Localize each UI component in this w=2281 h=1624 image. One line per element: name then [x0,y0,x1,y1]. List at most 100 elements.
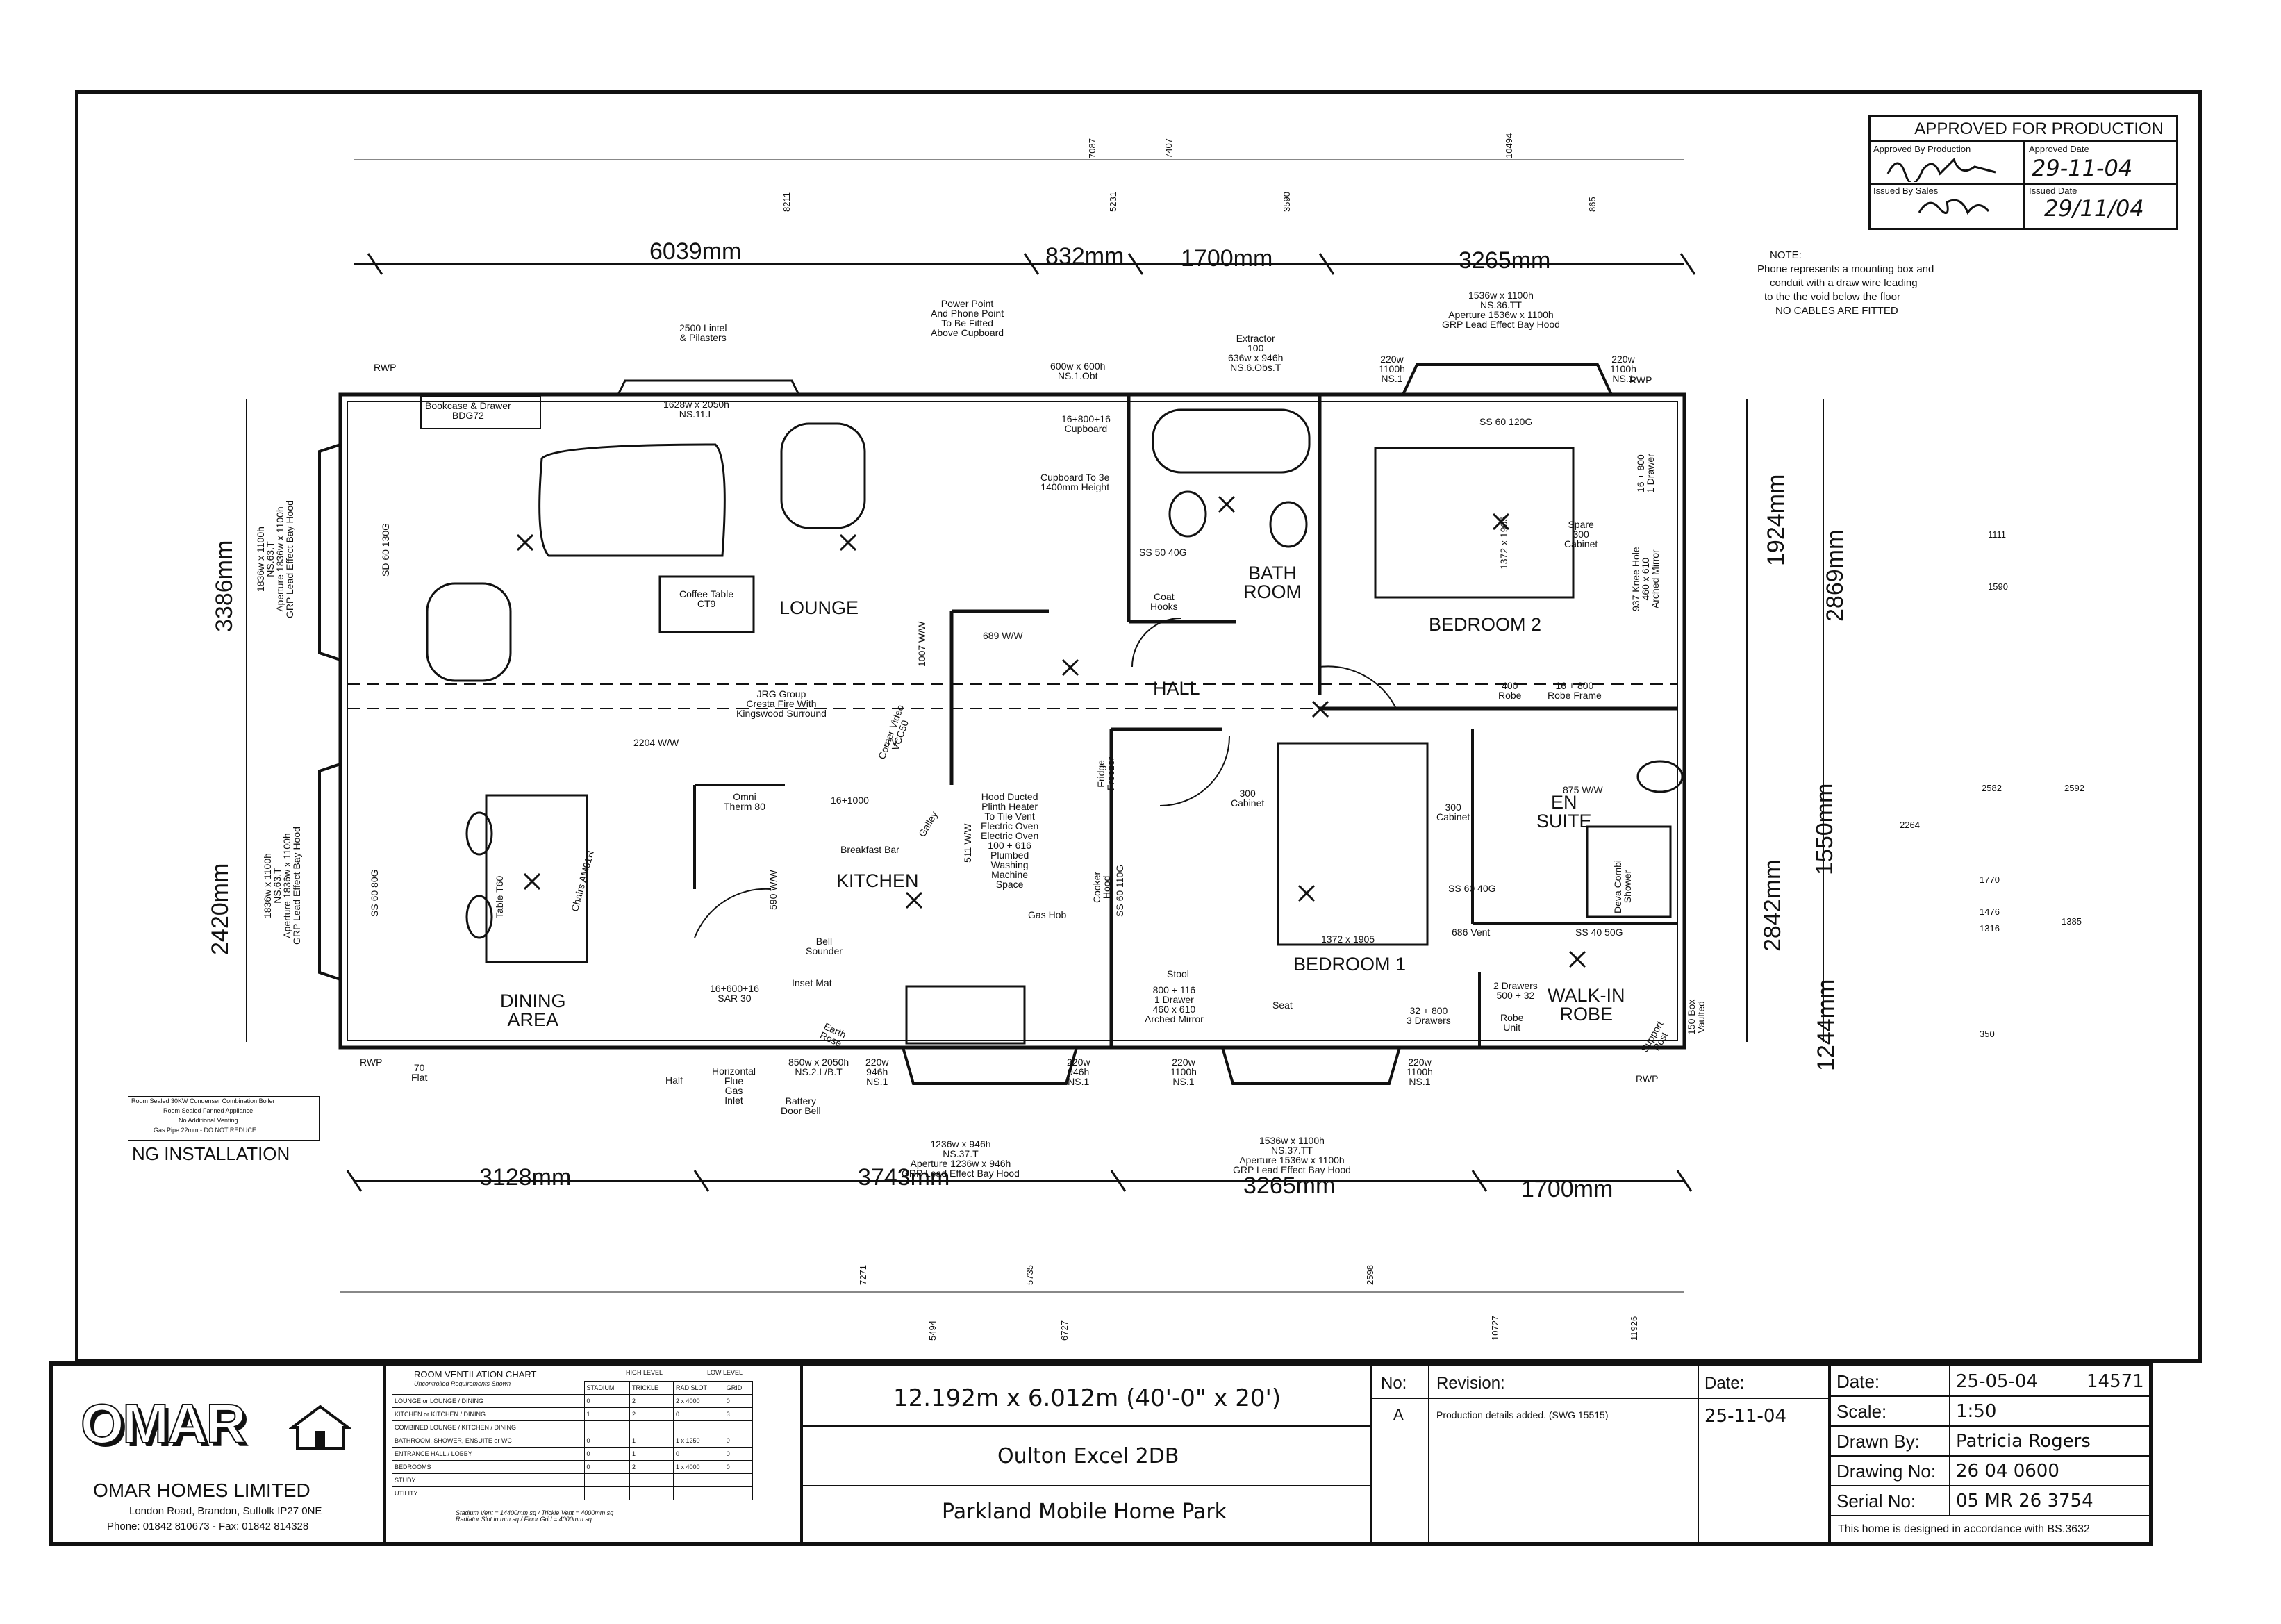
label-cabinet-300: 300 Cabinet [1231,788,1265,809]
label-vent686: 686 Vent [1452,927,1491,938]
gas-notice-line: Gas Pipe 22mm - DO NOT REDUCE [154,1127,256,1134]
gas-notice-line: Room Sealed Fanned Appliance [163,1107,254,1114]
sofa [538,443,726,557]
small-right-dim: 1385 [2062,916,2082,927]
small-right-dim: 1590 [1988,581,2008,592]
vent-value [672,1486,724,1500]
label-power-point: Power Point And Phone Point To Be Fitted… [931,298,1004,338]
label-ss60-80g: SS 60 80G [369,869,380,918]
drawing-value: 26 04 0600 [1956,1461,2059,1482]
vent-value: 3 [723,1407,754,1421]
label-inset-mat: Inset Mat [792,977,832,988]
room-hall: HALL [1153,678,1200,699]
label-ss40-50g: SS 40 50G [1575,927,1623,938]
bottom-dim-2: 3743mm [858,1164,950,1191]
label-extractor: Extractor 100 636w x 946h NS.6.Obs.T [1228,333,1284,373]
label-bed2-window: 1536w x 1100h NS.36.TT Aperture 1536w x … [1442,290,1560,330]
label-flue: Horizontal Flue Gas Inlet [712,1066,756,1106]
label-cabinet-300b: 300 Cabinet [1436,802,1470,822]
drawing-label: Drawing No: [1836,1461,1936,1482]
label-220w-window: 220w 1100h NS.1 [1379,354,1405,384]
outer-wall-inner [347,401,1678,1041]
lounge-top-window [617,379,800,395]
vent-room: ENTRANCE HALL / LOBBY [392,1447,585,1461]
bed1-bay-window [1221,1047,1401,1085]
drawing-frame [75,90,2202,1363]
small-right-dim: 1770 [1980,875,2000,885]
details-footer: This home is designed in accordance with… [1838,1523,2090,1535]
room-kitchen: KITCHEN [836,870,919,891]
label-coat-hooks: Coat Hooks [1150,591,1178,612]
small-bottom-dim: 5735 [1025,1265,1035,1285]
ventilation-table: STADIUM TRICKLE RAD SLOT GRID LOUNGE or … [392,1381,754,1500]
label-bookcase: Bookcase & Drawer BDG72 [425,400,511,421]
small-bottom-dim: 6727 [1059,1320,1070,1341]
note-line-4: NO CABLES ARE FITTED [1775,305,1898,317]
date-ref: 14571 [2087,1371,2144,1392]
vent-value [629,1420,674,1434]
small-bottom-dim: 10727 [1490,1315,1500,1341]
bottom-dim-3: 3265mm [1243,1173,1336,1199]
vent-value: 1 [583,1407,631,1421]
gas-notice-box: Room Sealed 30KW Condenser Combination B… [128,1096,320,1141]
vent-value [723,1420,754,1434]
vent-value [672,1420,724,1434]
revision-cell: No: Revision: Date: A Production details… [1371,1364,1830,1543]
label-robe-unit: Robe Unit [1500,1012,1524,1033]
room-bedroom-2: BEDROOM 2 [1429,614,1542,635]
vent-value [723,1486,754,1500]
label-220w-window: 220w 1100h NS.1 [1610,354,1636,384]
vent-col: RAD SLOT [672,1381,724,1395]
label-rwp: RWP [360,1057,383,1068]
vent-value: 0 [723,1460,754,1474]
vent-value: 0 [583,1394,631,1408]
rev-date: 25-11-04 [1704,1406,1787,1427]
approved-date-label: Approved Date [2029,144,2089,154]
issued-date: 29/11/04 [2044,195,2144,222]
vent-value [583,1473,631,1487]
drawn-value: Patricia Rogers [1956,1431,2091,1452]
armchair-1 [780,422,866,529]
table-row: UTILITY [392,1486,754,1500]
small-right-dim: 2264 [1900,820,1920,830]
vent-value [583,1420,631,1434]
label-spare-cabinet: Spare 300 Cabinet [1564,519,1598,549]
label-drawers-3: 32 + 800 3 Drawers [1407,1005,1451,1026]
vent-value: 0 [723,1447,754,1461]
vent-value: 0 [723,1434,754,1448]
bath-toilet [1168,490,1207,538]
kitchen-sink [905,985,1026,1045]
label-220w-window: 220w 1100h NS.1 [1407,1057,1433,1087]
rev-no: A [1393,1406,1404,1423]
vent-subtitle: Uncontrolled Requirements Shown [414,1380,511,1387]
table-row: STUDY [392,1473,754,1487]
house-icon [289,1405,351,1450]
left-dim-1: 3386mm [211,540,238,632]
label-lounge-window: 1628w x 2050h NS.11.L [663,399,729,420]
small-right-dim: 1476 [1980,906,2000,917]
label-dining-bay: 1836w x 1100h NS.63.T Aperture 1836w x 1… [262,827,302,945]
small-top-dim: 8211 [781,192,792,212]
label-bell-sounder: Bell Sounder [806,936,843,956]
top-dim-4: 3265mm [1459,247,1551,274]
top-dim-1: 6039mm [649,238,742,265]
bed1-outline [1277,742,1429,946]
room-lounge: LOUNGE [779,597,859,618]
label-jrg-group: JRG Group Cresta Fire With Kingswood Sur… [736,688,827,719]
room-bedroom-1: BEDROOM 1 [1293,954,1407,975]
label-ss60-120g: SS 60 120G [1479,416,1533,427]
label-ss60-40g: SS 60 40G [1448,883,1496,894]
label-gas-hob: Gas Hob [1028,909,1067,920]
right-dim-1: 1924mm [1763,474,1789,566]
room-bathroom: BATH ROOM [1243,563,1302,602]
armchair-2 [426,582,512,682]
label-bed1-window: 1536w x 1100h NS.37.TT Aperture 1536w x … [1233,1135,1351,1175]
rev-header-no: No: [1381,1374,1407,1393]
bed2-outline [1374,447,1575,599]
label-rwp: RWP [1636,1073,1659,1084]
label-coffee-table: Coffee Table CT9 [679,588,734,609]
note-line-3: to the the void below the floor [1764,291,1900,303]
vent-footnote: Stadium Vent = 14400mm sq / Trickle Vent… [456,1509,614,1523]
right-dim-4: 2842mm [1759,859,1786,952]
